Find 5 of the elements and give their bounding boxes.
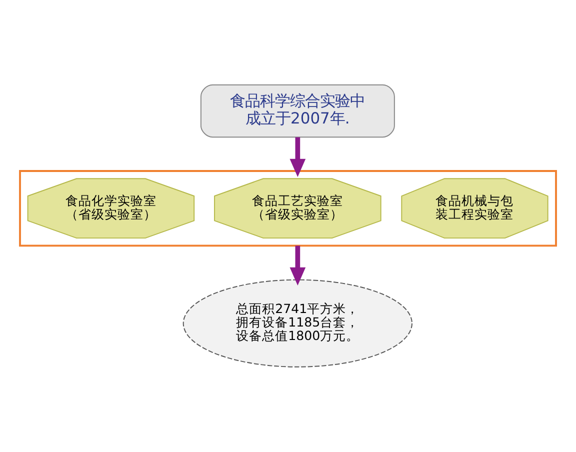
- cluster: [19, 170, 557, 247]
- arrow: [290, 246, 306, 286]
- arrow: [290, 137, 306, 178]
- node-box: 食品科学综合实验中 成立于2007年.: [200, 84, 395, 138]
- node-ellipse: 总面积2741平方米，拥有设备1185台套，设备总值1800万元。: [182, 279, 412, 368]
